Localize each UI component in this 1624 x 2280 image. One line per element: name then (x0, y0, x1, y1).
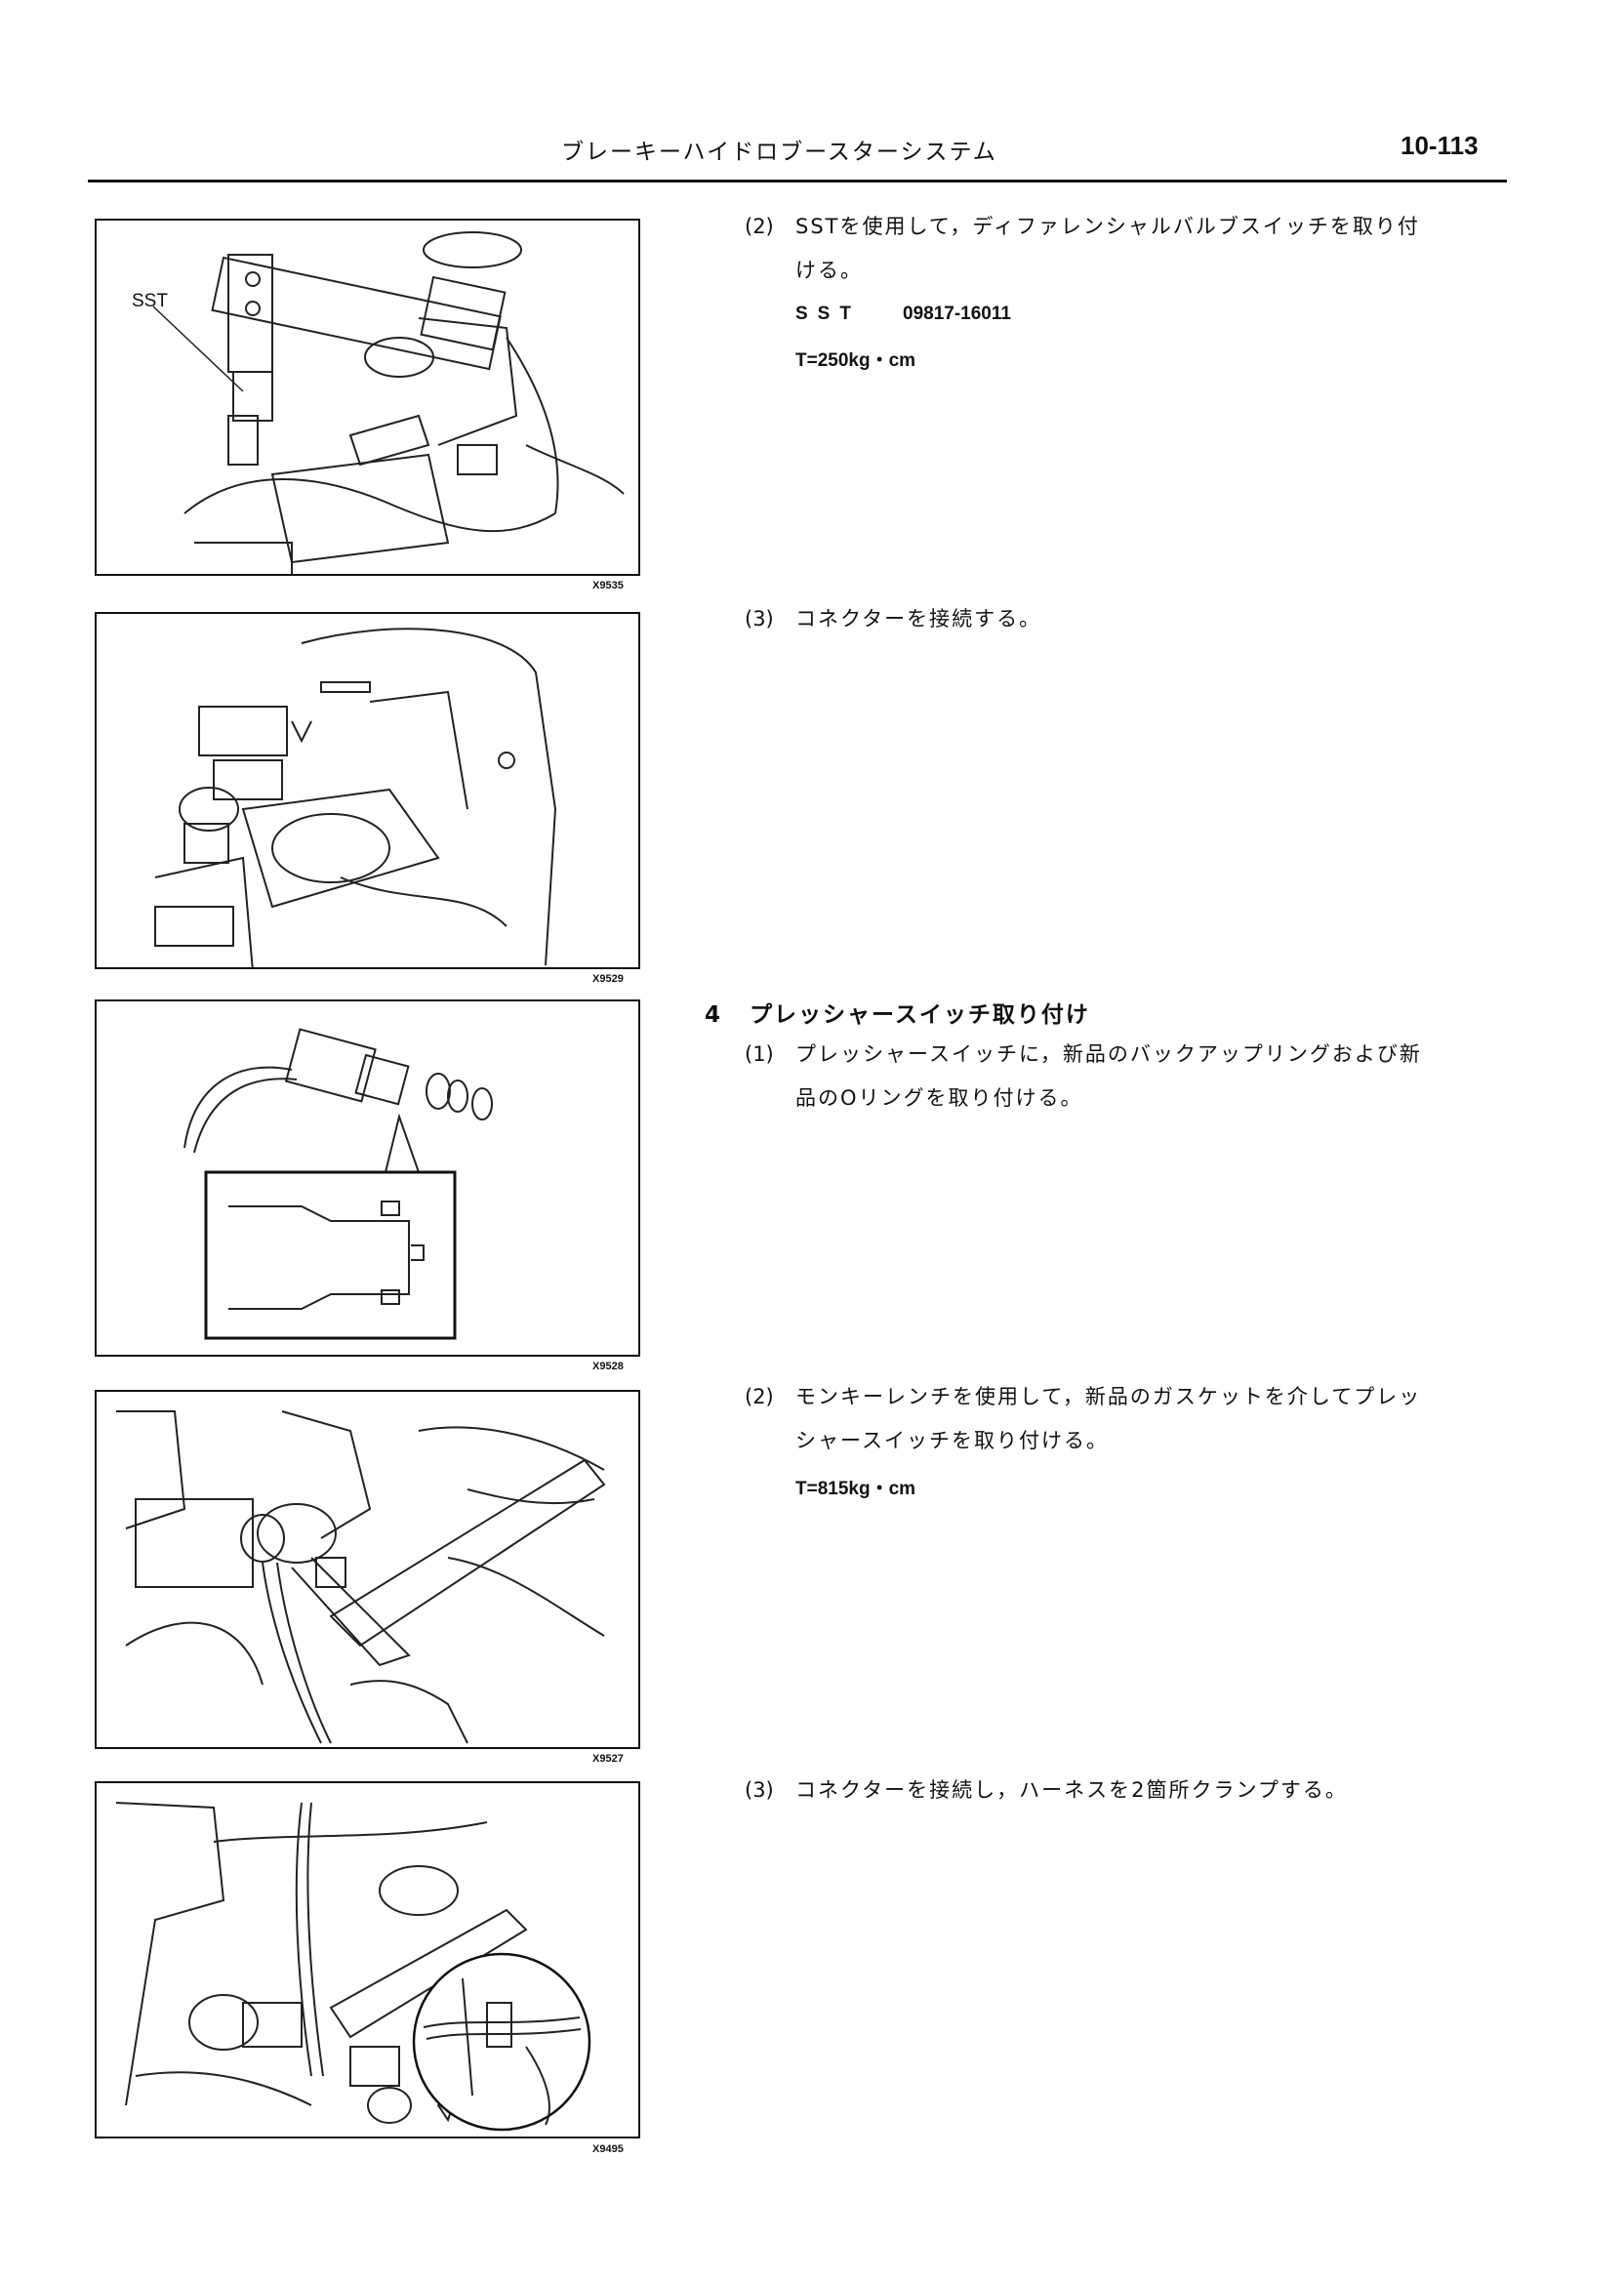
step-text: コネクターを接続し，ハーネスを2箇所クランプする。 (795, 1778, 1348, 1802)
pressure-step-3: (3) コネクターを接続し，ハーネスを2箇所クランプする。 (745, 1780, 1348, 1801)
figure-1-illustration (152, 231, 625, 574)
step-number: (2) (745, 215, 774, 238)
figure-code: X9527 (592, 1753, 624, 1765)
step-number: (2) (745, 1385, 774, 1408)
figure-code: X9528 (592, 1361, 624, 1372)
header-divider (88, 180, 1507, 183)
figure-4-illustration (116, 1410, 606, 1744)
pressure-step-1-line-1: (1) プレッシャースイッチに，新品のバックアップリングおよび新 (745, 1044, 1422, 1065)
page-title: ブレーキーハイドロブースターシステム (561, 140, 997, 165)
figure-connector-clamps (95, 1781, 640, 2138)
figure-5-illustration (115, 1802, 591, 2132)
step-2-line-2: ける。 (795, 259, 863, 282)
section-heading: 4 プレッシャースイッチ取り付け (705, 996, 1090, 1029)
pressure-step-2-line-1: (2) モンキーレンチを使用して，新品のガスケットを介してプレッ (745, 1387, 1421, 1407)
figure-3-illustration (183, 1028, 493, 1340)
figure-code: X9529 (592, 973, 624, 985)
figure-code: X9495 (592, 2143, 624, 2155)
step-3: (3) コネクターを接続する。 (745, 609, 1041, 630)
step-text: コネクターを接続する。 (795, 607, 1042, 631)
pressure-step-1-line-2: 品のOリングを取り付ける。 (795, 1086, 1083, 1110)
step-text: モンキーレンチを使用して，新品のガスケットを介してプレッ (795, 1385, 1422, 1408)
step-text: プレッシャースイッチに，新品のバックアップリングおよび新 (795, 1042, 1422, 1066)
page-number: 10-113 (1401, 131, 1479, 160)
sst-callout-label: SST (132, 291, 168, 311)
figure-2-illustration (154, 628, 557, 967)
torque-spec-1: T=250kg・cm (795, 350, 916, 371)
sst-spec: SST 09817-16011 (795, 304, 1011, 325)
figure-pressure-switch-rings (95, 999, 640, 1357)
step-number: (3) (745, 607, 774, 631)
torque-spec-2: T=815kg・cm (795, 1479, 916, 1499)
step-text: SSTを使用して，ディファレンシャルバルブスイッチを取り付 (795, 215, 1420, 238)
step-number: (1) (745, 1042, 774, 1066)
pressure-step-2-line-2: シャースイッチを取り付ける。 (795, 1429, 1109, 1452)
sst-label: SST (795, 304, 861, 324)
step-2-line-1: (2) SSTを使用して，ディファレンシャルバルブスイッチを取り付 (745, 217, 1420, 237)
sst-number: 09817-16011 (903, 304, 1011, 324)
figure-connector (95, 612, 640, 969)
figure-code: X9535 (592, 580, 624, 591)
section-number: 4 (705, 1002, 721, 1028)
figure-sst-installing-switch: SST (95, 219, 640, 576)
section-title: プレッシャースイッチ取り付け (750, 1002, 1090, 1028)
step-number: (3) (745, 1778, 774, 1802)
figure-wrench-installation (95, 1390, 640, 1749)
